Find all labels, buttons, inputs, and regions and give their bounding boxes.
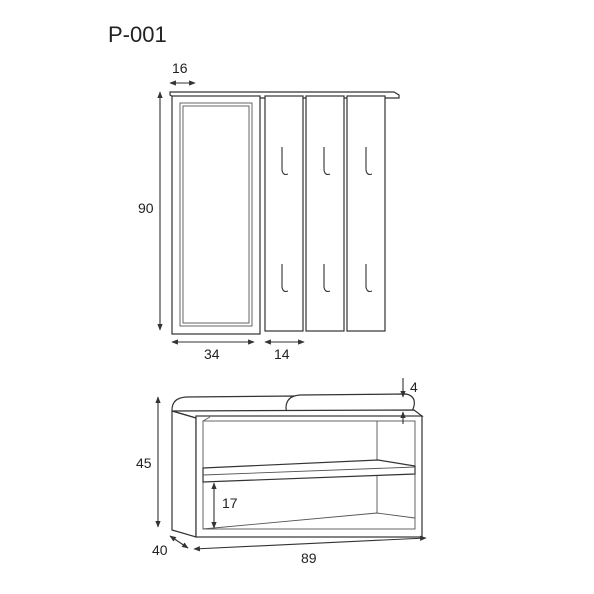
cushion-thickness-label: 4 [410,379,418,395]
seat-cushion-right [285,393,415,413]
bench-bottom-edge [202,512,416,530]
opening-edge [202,416,211,422]
hook-icon [365,147,373,176]
mirror-panel [171,95,261,335]
hook-icon [365,264,373,293]
shelf-depth-label: 16 [172,60,188,76]
bench-side-left [171,410,197,538]
wall-hanger: 16 90 34 14 [138,60,400,362]
hook-icon [323,264,331,293]
shoe-bench: 4 45 17 40 89 [136,378,427,566]
panel-width-label: 14 [274,346,290,362]
product-code: P-001 [108,22,167,47]
bench-width-arrow [193,535,427,552]
hook-panel-2 [305,95,345,332]
shelf-gap-label: 17 [222,495,238,511]
shelf-front-edge [202,466,416,476]
hook-panel-1 [264,95,304,332]
bench-width-label: 89 [301,550,317,566]
bench-height-label: 45 [136,455,152,471]
hook-icon [323,147,331,176]
bench-depth-label: 40 [152,542,168,558]
hook-panel-3 [346,95,386,332]
bench-depth-arrow [169,535,189,549]
hook-icon [281,264,289,293]
hook-icon [281,147,289,176]
height-label: 90 [138,200,154,216]
coat-hooks [281,147,373,293]
mirror-width-label: 34 [204,346,220,362]
